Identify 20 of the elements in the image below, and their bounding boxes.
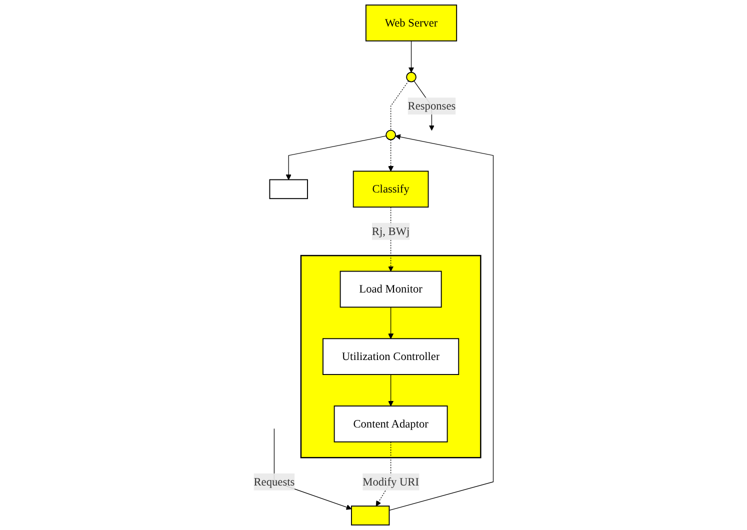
arrow [286, 136, 386, 180]
arrow [388, 374, 394, 406]
node-box: Web Server [365, 4, 458, 42]
node-box: Utilization Controller [322, 338, 460, 375]
node-box [269, 179, 308, 200]
node-box: Load Monitor [340, 270, 442, 308]
cluster [300, 254, 482, 458]
arrow [388, 139, 394, 172]
edge-label: Modify URI [362, 475, 419, 488]
edge-label: Rj, BWj [372, 224, 410, 238]
node-circle [406, 72, 416, 82]
node-bar [351, 506, 390, 526]
edge-label: Requests [254, 475, 295, 488]
edge-label: Responses [408, 99, 456, 112]
node-box: Content Adaptor [334, 406, 448, 442]
arrow [408, 40, 414, 73]
node-box: Classify [352, 170, 429, 208]
arrow [388, 306, 394, 339]
connector [390, 80, 409, 131]
node-circle [386, 130, 396, 140]
